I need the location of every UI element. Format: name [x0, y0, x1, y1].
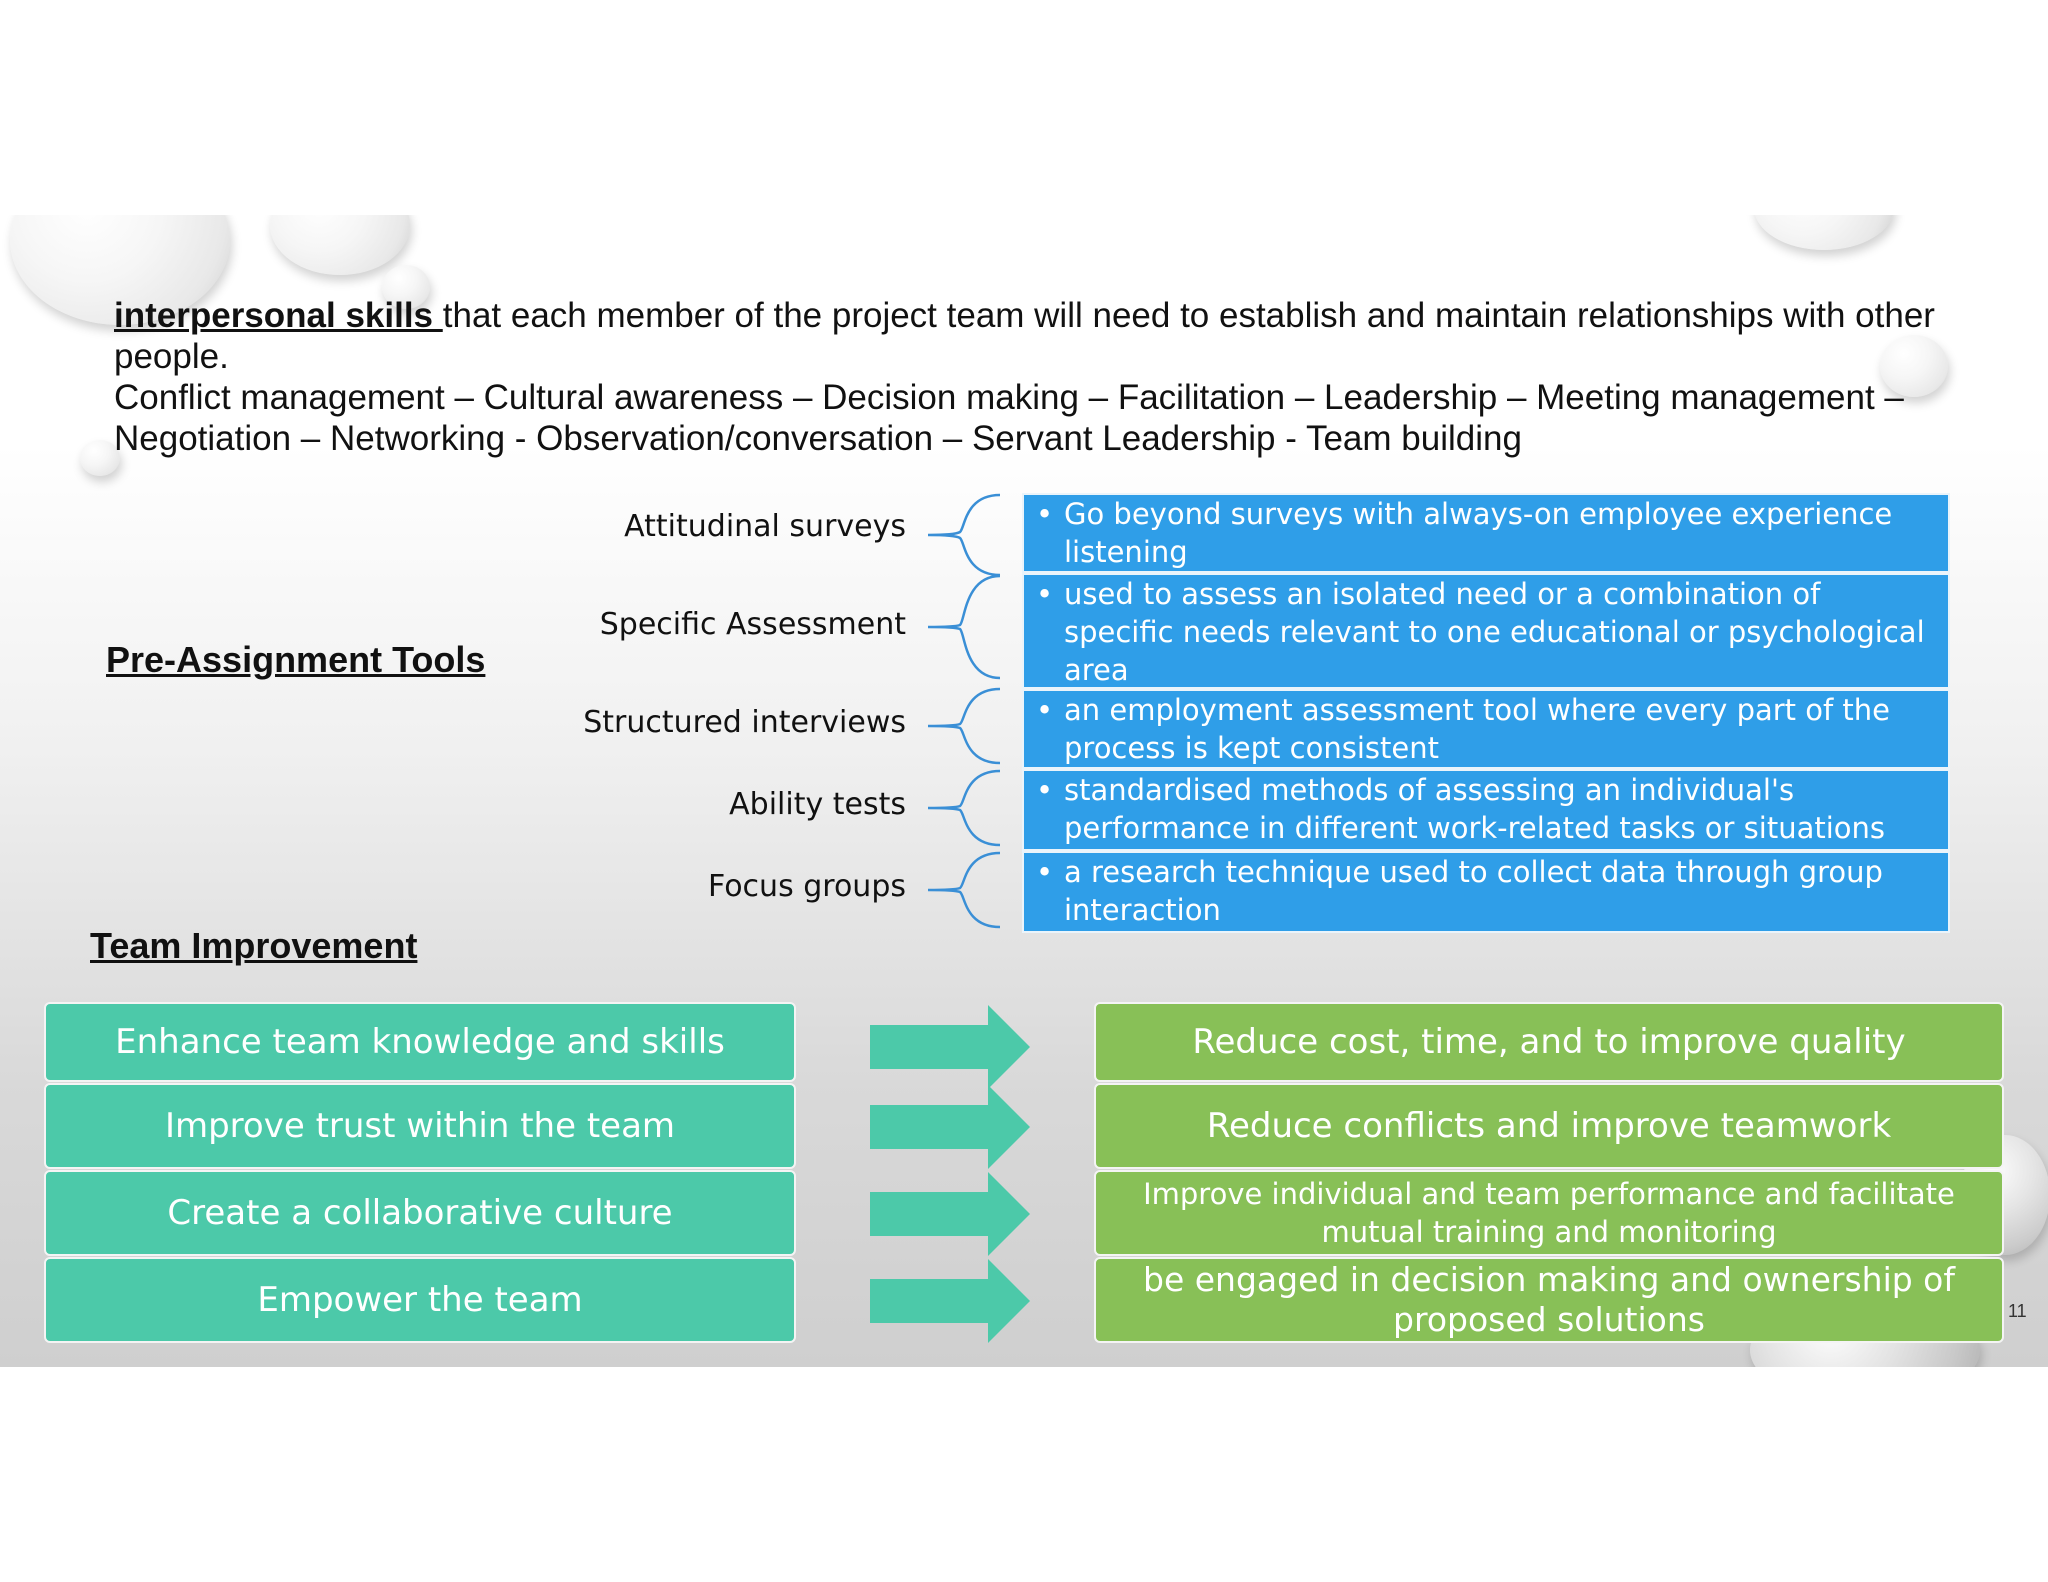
tool-description-attitudinal-surveys: • Go beyond surveys with always-on emplo…: [1022, 493, 1950, 573]
bullet: •: [1036, 577, 1054, 611]
tool-label-structured-interviews: Structured interviews: [583, 705, 906, 740]
brace-icon: [927, 769, 1001, 847]
intro-text: that each member of the project team wil…: [114, 296, 1935, 376]
tool-label-focus-groups: Focus groups: [708, 869, 906, 904]
intro-paragraph: interpersonal skills that each member of…: [114, 295, 1994, 459]
tool-description-ability-tests: • standardised methods of assessing an i…: [1022, 769, 1950, 851]
tool-label-ability-tests: Ability tests: [729, 787, 906, 822]
brace-icon: [927, 851, 1001, 929]
bullet: •: [1036, 497, 1054, 531]
brace-icon: [927, 574, 1001, 680]
water-drop-decoration: [80, 440, 120, 476]
outcome-box: Improve individual and team performance …: [1094, 1170, 2004, 1256]
water-drop-decoration: [270, 215, 410, 275]
arrow-right-icon: [870, 1172, 1030, 1256]
tool-description-text: standardised methods of assessing an ind…: [1064, 773, 1886, 845]
brace-icon: [927, 687, 1001, 765]
tool-description-text: an employment assessment tool where ever…: [1064, 693, 1891, 765]
arrow-right-icon: [870, 1085, 1030, 1169]
tool-label-attitudinal-surveys: Attitudinal surveys: [624, 509, 906, 544]
tool-description-specific-assessment: • used to assess an isolated need or a c…: [1022, 573, 1950, 689]
brace-icon: [927, 493, 1001, 577]
skills-list: Conflict management – Cultural awareness…: [114, 378, 1904, 458]
tool-description-text: Go beyond surveys with always-on employe…: [1064, 497, 1893, 569]
team-improvement-title: Team Improvement: [90, 925, 418, 966]
bullet: •: [1036, 855, 1054, 889]
water-drop-decoration: [1754, 215, 1894, 250]
tool-description-structured-interviews: • an employment assessment tool where ev…: [1022, 689, 1950, 769]
arrow-right-icon: [870, 1005, 1030, 1089]
action-box: Create a collaborative culture: [44, 1170, 796, 1256]
outcome-box: Reduce cost, time, and to improve qualit…: [1094, 1002, 2004, 1082]
action-box: Enhance team knowledge and skills: [44, 1002, 796, 1082]
page-number: 11: [2008, 1301, 2027, 1321]
tool-description-text: used to assess an isolated need or a com…: [1064, 577, 1925, 687]
slide: interpersonal skills that each member of…: [0, 215, 2048, 1367]
tool-description-focus-groups: • a research technique used to collect d…: [1022, 851, 1950, 933]
action-box: Improve trust within the team: [44, 1083, 796, 1169]
outcome-box: Reduce conflicts and improve teamwork: [1094, 1083, 2004, 1169]
interpersonal-skills-term: interpersonal skills: [114, 296, 443, 335]
pre-assignment-title: Pre-Assignment Tools: [106, 639, 486, 680]
water-drop-decoration: [382, 265, 430, 309]
action-box: Empower the team: [44, 1257, 796, 1343]
bullet: •: [1036, 773, 1054, 807]
tool-label-specific-assessment: Specific Assessment: [599, 607, 906, 642]
bullet: •: [1036, 693, 1054, 727]
outcome-box: be engaged in decision making and owners…: [1094, 1257, 2004, 1343]
arrow-right-icon: [870, 1259, 1030, 1343]
tool-description-text: a research technique used to collect dat…: [1064, 855, 1883, 927]
water-drop-decoration: [1880, 335, 1948, 397]
